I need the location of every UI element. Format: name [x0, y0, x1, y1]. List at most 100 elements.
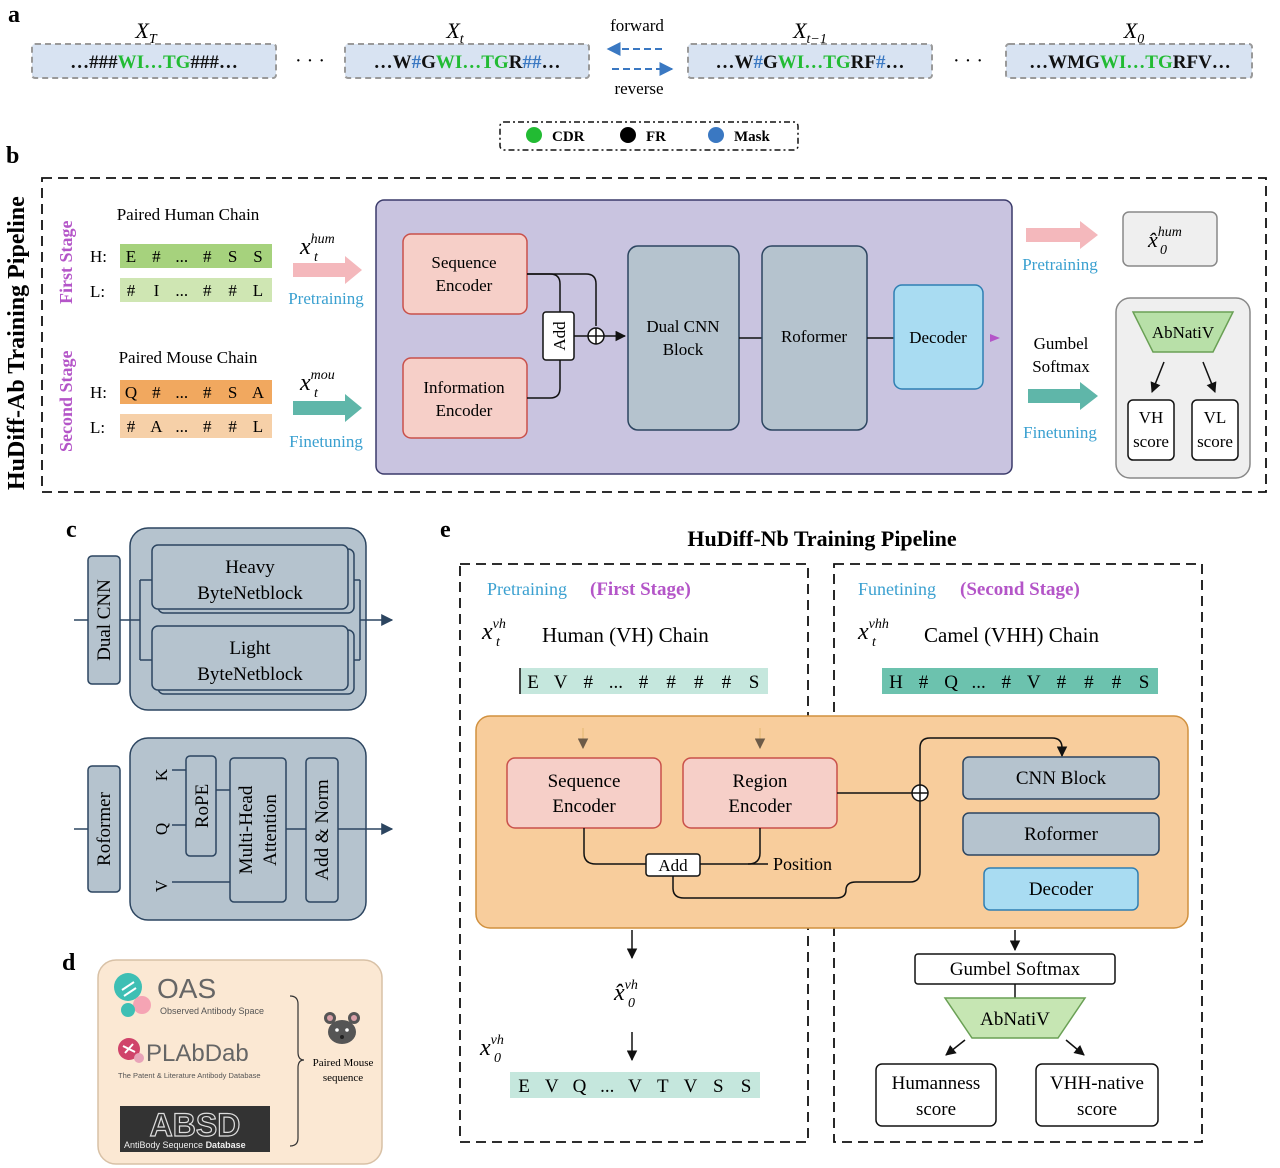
residue: A: [150, 417, 163, 436]
residue: Q: [125, 383, 137, 402]
decoder-out-arrow: [990, 334, 1000, 342]
q-label: Q: [152, 823, 171, 835]
camel-vhh-chain-label: Camel (VHH) Chain: [924, 623, 1099, 647]
state-xt-1: Xt−1 …W#GWI…TGRF#…: [687, 18, 933, 79]
residue: #: [203, 281, 212, 300]
panel-label-e: e: [440, 517, 451, 543]
ellipsis-1: · · ·: [295, 50, 325, 72]
state-xT: XT …###WI…TG###…: [31, 18, 277, 79]
absd-name: ABSD: [150, 1107, 241, 1143]
sequence-encoder-box: [402, 233, 528, 315]
panel-label-c: c: [66, 517, 77, 543]
panel-label-d: d: [62, 950, 76, 976]
residue: #: [203, 417, 212, 436]
plabdab-logo-icon: [118, 1038, 144, 1063]
state-x0: X0 …WMGWI…TGRFV…: [1005, 18, 1253, 79]
forward-label: forward: [610, 16, 664, 35]
residue: L: [253, 417, 263, 436]
finetuning-label-in: Finetuning: [289, 432, 363, 451]
add-label-e: Add: [658, 856, 688, 875]
residue: V: [684, 1076, 698, 1097]
state-xt-1-label: Xt−1: [792, 18, 827, 47]
decoder-label-e: Decoder: [1029, 879, 1094, 900]
add-label-b: Add: [550, 321, 569, 351]
panel-label-b: b: [6, 143, 19, 169]
residue: V: [554, 672, 568, 693]
seq-part: WI…TG: [118, 52, 191, 73]
humanness-score-box: [875, 1063, 997, 1127]
state-xT-sequence: …###WI…TG###…: [70, 52, 238, 73]
second-stage-label: Second Stage: [56, 350, 76, 452]
mouse-icon: [324, 1012, 360, 1044]
residue: #: [1057, 672, 1067, 693]
residue: #: [203, 247, 212, 266]
mouse-l-label: L:: [90, 418, 105, 437]
residue: V: [545, 1076, 559, 1097]
vhh-chain-bar: [882, 668, 1158, 694]
residue: #: [639, 672, 649, 693]
hudiff-ab-title: HuDiff-Ab Training Pipeline: [4, 196, 30, 490]
decoder-box-e: [983, 867, 1139, 911]
rope-label: RoPE: [192, 784, 213, 828]
vh-chain-bar: [520, 668, 768, 694]
abnativ-label-e: AbNatiV: [980, 1009, 1050, 1030]
pretraining-arrow-out: [1026, 221, 1098, 249]
seq-part: …###: [70, 52, 118, 73]
state-xt-sequence: …W#GWI…TGR##…: [374, 52, 561, 73]
residue: Q: [944, 672, 958, 693]
seq-part: ###…: [190, 52, 238, 73]
legend-cdr-dot: [526, 127, 542, 143]
sequence-encoder-box-e: [506, 757, 662, 829]
seq-part: ##: [522, 52, 542, 73]
residue: #: [152, 383, 161, 402]
seq-part: …: [885, 52, 904, 73]
cnn-block-box-e: [962, 756, 1160, 800]
roformer-side-label: Roformer: [94, 791, 115, 866]
human-l-residues: #I...##L: [127, 281, 263, 300]
state-xt-label: Xt: [445, 18, 464, 47]
residue: #: [127, 417, 136, 436]
residue: #: [694, 672, 704, 693]
position-label: Position: [773, 854, 832, 874]
abnativ-label-b: AbNatiV: [1152, 323, 1215, 342]
human-h-label: H:: [90, 247, 107, 266]
residue: I: [154, 281, 160, 300]
plabdab-name: PLAbDab: [146, 1040, 249, 1067]
residue: S: [741, 1076, 752, 1097]
output-chain-bar: [510, 1072, 760, 1098]
residue: #: [1084, 672, 1094, 693]
seq-part: #: [412, 52, 422, 73]
panel-b-frame: [41, 177, 1267, 493]
first-stage-label-e: (First Stage): [590, 579, 691, 600]
residue: V: [1027, 672, 1041, 693]
state-xt: Xt …W#GWI…TGR##…: [344, 18, 590, 79]
paired-mouse-title: Paired Mouse Chain: [119, 348, 258, 367]
residue: #: [203, 383, 212, 402]
pretraining-arrow-in: [293, 256, 362, 284]
residue: ...: [972, 672, 986, 693]
mouse-h-chain: [120, 380, 272, 404]
residue: ...: [175, 383, 188, 402]
reverse-label: reverse: [614, 79, 663, 98]
panel-label-a: a: [8, 2, 20, 28]
roformer-box-e: [962, 812, 1160, 856]
residue: #: [1001, 672, 1011, 693]
oas-name: OAS: [157, 973, 216, 1004]
seq-part: WI…TG: [778, 52, 851, 73]
state-x0-label: X0: [1123, 18, 1144, 47]
residue: #: [127, 281, 136, 300]
oas-subtitle: Observed Antibody Space: [160, 1006, 264, 1016]
residue: #: [666, 672, 676, 693]
